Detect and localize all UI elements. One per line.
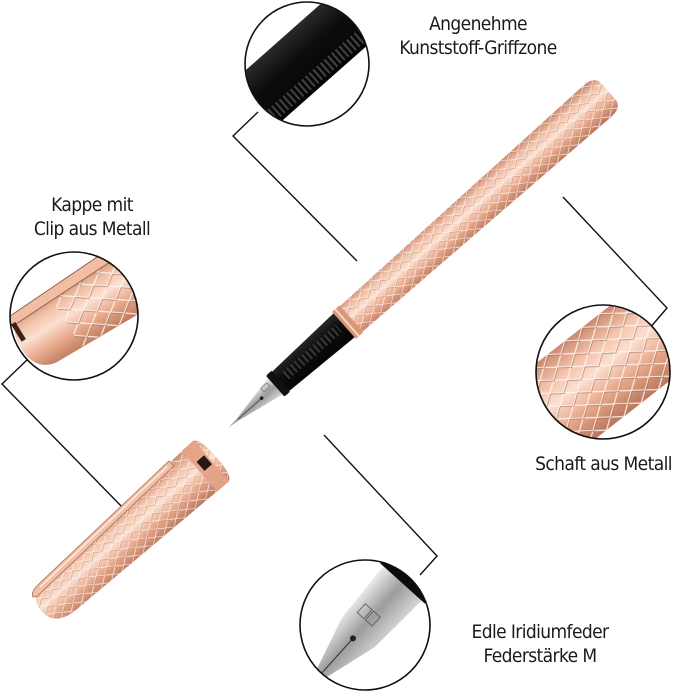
callout-circle-cap xyxy=(9,251,139,381)
label-line: Schaft aus Metall xyxy=(535,453,672,475)
connector-cap xyxy=(1,358,126,511)
pen-body xyxy=(228,80,618,428)
connector-shaft xyxy=(562,196,668,330)
connector-lines xyxy=(1,111,668,576)
label-line: Angenehme xyxy=(429,13,527,35)
label-cap-clip: Kappe mit Clip aus Metall xyxy=(4,193,180,241)
callout-circle-nib xyxy=(299,559,431,691)
label-nib: Edle Iridiumfeder Federstärke M xyxy=(454,620,626,668)
label-line: Edle Iridiumfeder xyxy=(471,621,610,643)
callout-circle-shaft xyxy=(535,304,671,440)
pen-cap xyxy=(31,440,230,619)
label-line: Clip aus Metall xyxy=(33,218,151,240)
label-grip-zone: Angenehme Kunststoff-Griffzone xyxy=(378,12,578,60)
label-line: Kunststoff-Griffzone xyxy=(399,37,557,59)
connector-grip xyxy=(232,111,358,262)
label-line: Kappe mit xyxy=(51,194,133,216)
label-line: Federstärke M xyxy=(483,645,598,667)
label-shaft: Schaft aus Metall xyxy=(520,452,687,476)
callout-circle-grip xyxy=(244,1,370,127)
connector-nib xyxy=(323,434,438,576)
